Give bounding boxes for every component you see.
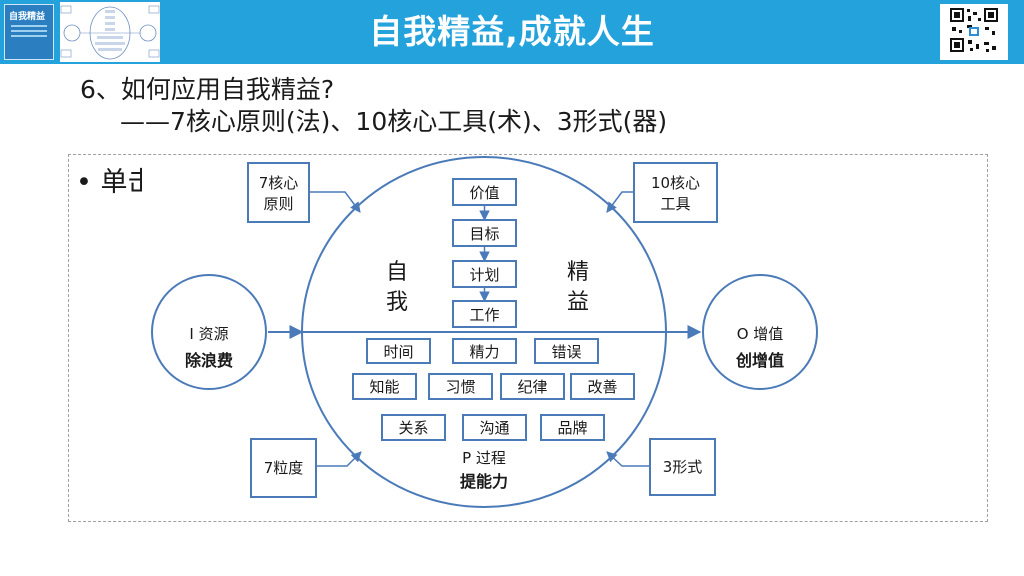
forms-callout: 3形式 (606, 438, 716, 496)
tool-box-error (534, 338, 599, 364)
principles-label-line2: 原则 (263, 195, 293, 213)
tool-box-brand (540, 414, 605, 441)
content-placeholder-box[interactable] (68, 154, 988, 522)
tool-box-relationship (381, 414, 446, 441)
granularity-callout: 7粒度 (250, 438, 362, 498)
tool-boxes: 时间 精力 错误 知能 习惯 纪律 改善 关系 沟通 品牌 (352, 338, 635, 441)
section-subheading: ——7核心原则(法)、10核心工具(术)、3形式(器) (120, 107, 668, 136)
book-cover-title: 自我精益 (9, 12, 46, 22)
tool-box-error-label: 错误 (551, 343, 581, 361)
tool-box-brand-label: 品牌 (557, 419, 587, 437)
header-bar: 自我精益 自我精益,成就人生 (0, 0, 1024, 64)
tool-box-energy (452, 338, 517, 364)
flow-box-plan-label: 计划 (469, 266, 499, 284)
output-circle (702, 274, 818, 390)
tool-box-knowledge (352, 373, 417, 400)
flow-box-goal-label: 目标 (469, 225, 499, 243)
flow-boxes: 价值 目标 计划 工作 (452, 178, 517, 328)
principles-callout: 7核心 原则 (247, 162, 361, 223)
tools-box (633, 162, 718, 223)
section-heading: 6、如何应用自我精益? (80, 75, 335, 104)
forms-box (649, 438, 716, 496)
flow-box-work-label: 工作 (469, 306, 499, 324)
tool-box-discipline-label: 纪律 (517, 378, 547, 396)
output-sublabel: 创增值 (735, 351, 784, 370)
flow-box-goal (452, 219, 517, 247)
tool-box-time-label: 时间 (383, 343, 413, 361)
input-label: I 资源 (189, 325, 228, 343)
tools-callout: 10核心 工具 (606, 162, 718, 223)
tool-box-improvement (570, 373, 635, 400)
book-cover-image: 自我精益 (4, 4, 54, 60)
process-sublabel: 提能力 (460, 472, 508, 491)
process-label: P 过程 (462, 449, 506, 467)
tool-box-time (366, 338, 431, 364)
input-circle (151, 274, 267, 390)
output-label: O 增值 (737, 325, 784, 343)
tool-box-habit (428, 373, 493, 400)
qr-code-image (940, 4, 1008, 60)
granularity-arrow (316, 451, 362, 467)
tool-box-knowledge-label: 知能 (369, 378, 399, 396)
forms-arrow (606, 451, 650, 467)
tools-arrow (606, 191, 634, 213)
tool-box-relationship-label: 关系 (398, 419, 428, 437)
principles-arrow (309, 191, 361, 213)
tool-box-communication (462, 414, 527, 441)
input-sublabel: 除浪费 (185, 351, 233, 370)
center-char-zi: 自 (386, 260, 408, 285)
principles-box (247, 162, 310, 223)
flow-box-work (452, 300, 517, 328)
flow-box-value (452, 178, 517, 206)
flow-box-value-label: 价值 (469, 184, 499, 202)
page-title: 自我精益,成就人生 (369, 12, 655, 51)
diagram-thumbnail-image (60, 2, 160, 62)
flow-box-plan (452, 260, 517, 288)
tool-box-discipline (500, 373, 565, 400)
tool-box-energy-label: 精力 (469, 343, 499, 361)
principles-label-line1: 7核心 (259, 174, 299, 192)
book-cover-decoration (11, 25, 47, 27)
tool-box-habit-label: 习惯 (445, 378, 475, 396)
tools-label-line2: 工具 (660, 195, 690, 213)
tools-label-line1: 10核心 (651, 174, 700, 192)
granularity-box (250, 438, 317, 498)
tool-box-communication-label: 沟通 (479, 419, 509, 437)
tool-box-improvement-label: 改善 (587, 378, 617, 396)
center-char-yi: 益 (567, 290, 589, 315)
placeholder-bullet-text: • 单击 (76, 167, 142, 194)
center-char-wo: 我 (386, 290, 408, 315)
granularity-label: 7粒度 (264, 459, 304, 477)
forms-label: 3形式 (663, 458, 703, 476)
center-char-jing: 精 (567, 260, 589, 285)
